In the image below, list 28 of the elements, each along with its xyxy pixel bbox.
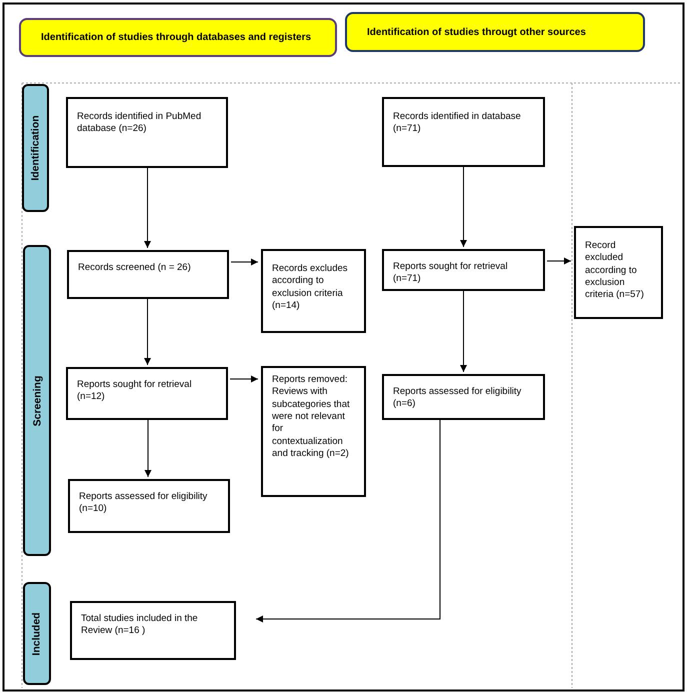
process-box: Reports sought for retrieval (n=71): [382, 249, 545, 291]
process-box: Reports assessed for eligibility (n=10): [68, 479, 230, 533]
process-box: Records identified in database (n=71): [382, 97, 545, 167]
process-box: Reports removed: Reviews with subcategories that were not relevant for contextualization and tracking (n=2): [261, 366, 366, 497]
process-box: Records screened (n = 26): [67, 250, 229, 299]
section-header: Identification of studies througt other sources: [345, 12, 645, 52]
phase-label: Screening: [31, 375, 43, 426]
arrow: [144, 168, 151, 248]
phase-label: Included: [31, 612, 43, 656]
arrow: [460, 166, 467, 248]
arrow: [230, 258, 258, 266]
phase-band: [23, 582, 51, 685]
process-box: Total studies included in the Review (n=16 ): [70, 601, 236, 660]
arrow: [256, 420, 440, 622]
arrow: [230, 376, 258, 382]
arrow: [546, 258, 572, 264]
phase-band: [23, 245, 51, 556]
process-box: Records excludes according to exclusion criteria (n=14): [261, 249, 366, 333]
arrow: [144, 420, 152, 478]
section-header: Identification of studies through databases and registers: [19, 18, 337, 57]
phase-label: Identification: [30, 115, 42, 181]
process-box: Records identified in PubMed database (n=26): [66, 97, 228, 168]
arrow: [460, 290, 467, 372]
phase-band: [22, 84, 49, 212]
process-box: Reports sought for retrieval (n=12): [66, 367, 228, 420]
process-box: Record excluded according to exclusion criteria (n=57): [574, 226, 663, 319]
arrow: [144, 298, 151, 366]
process-box: Reports assessed for eligibility (n=6): [382, 374, 545, 420]
